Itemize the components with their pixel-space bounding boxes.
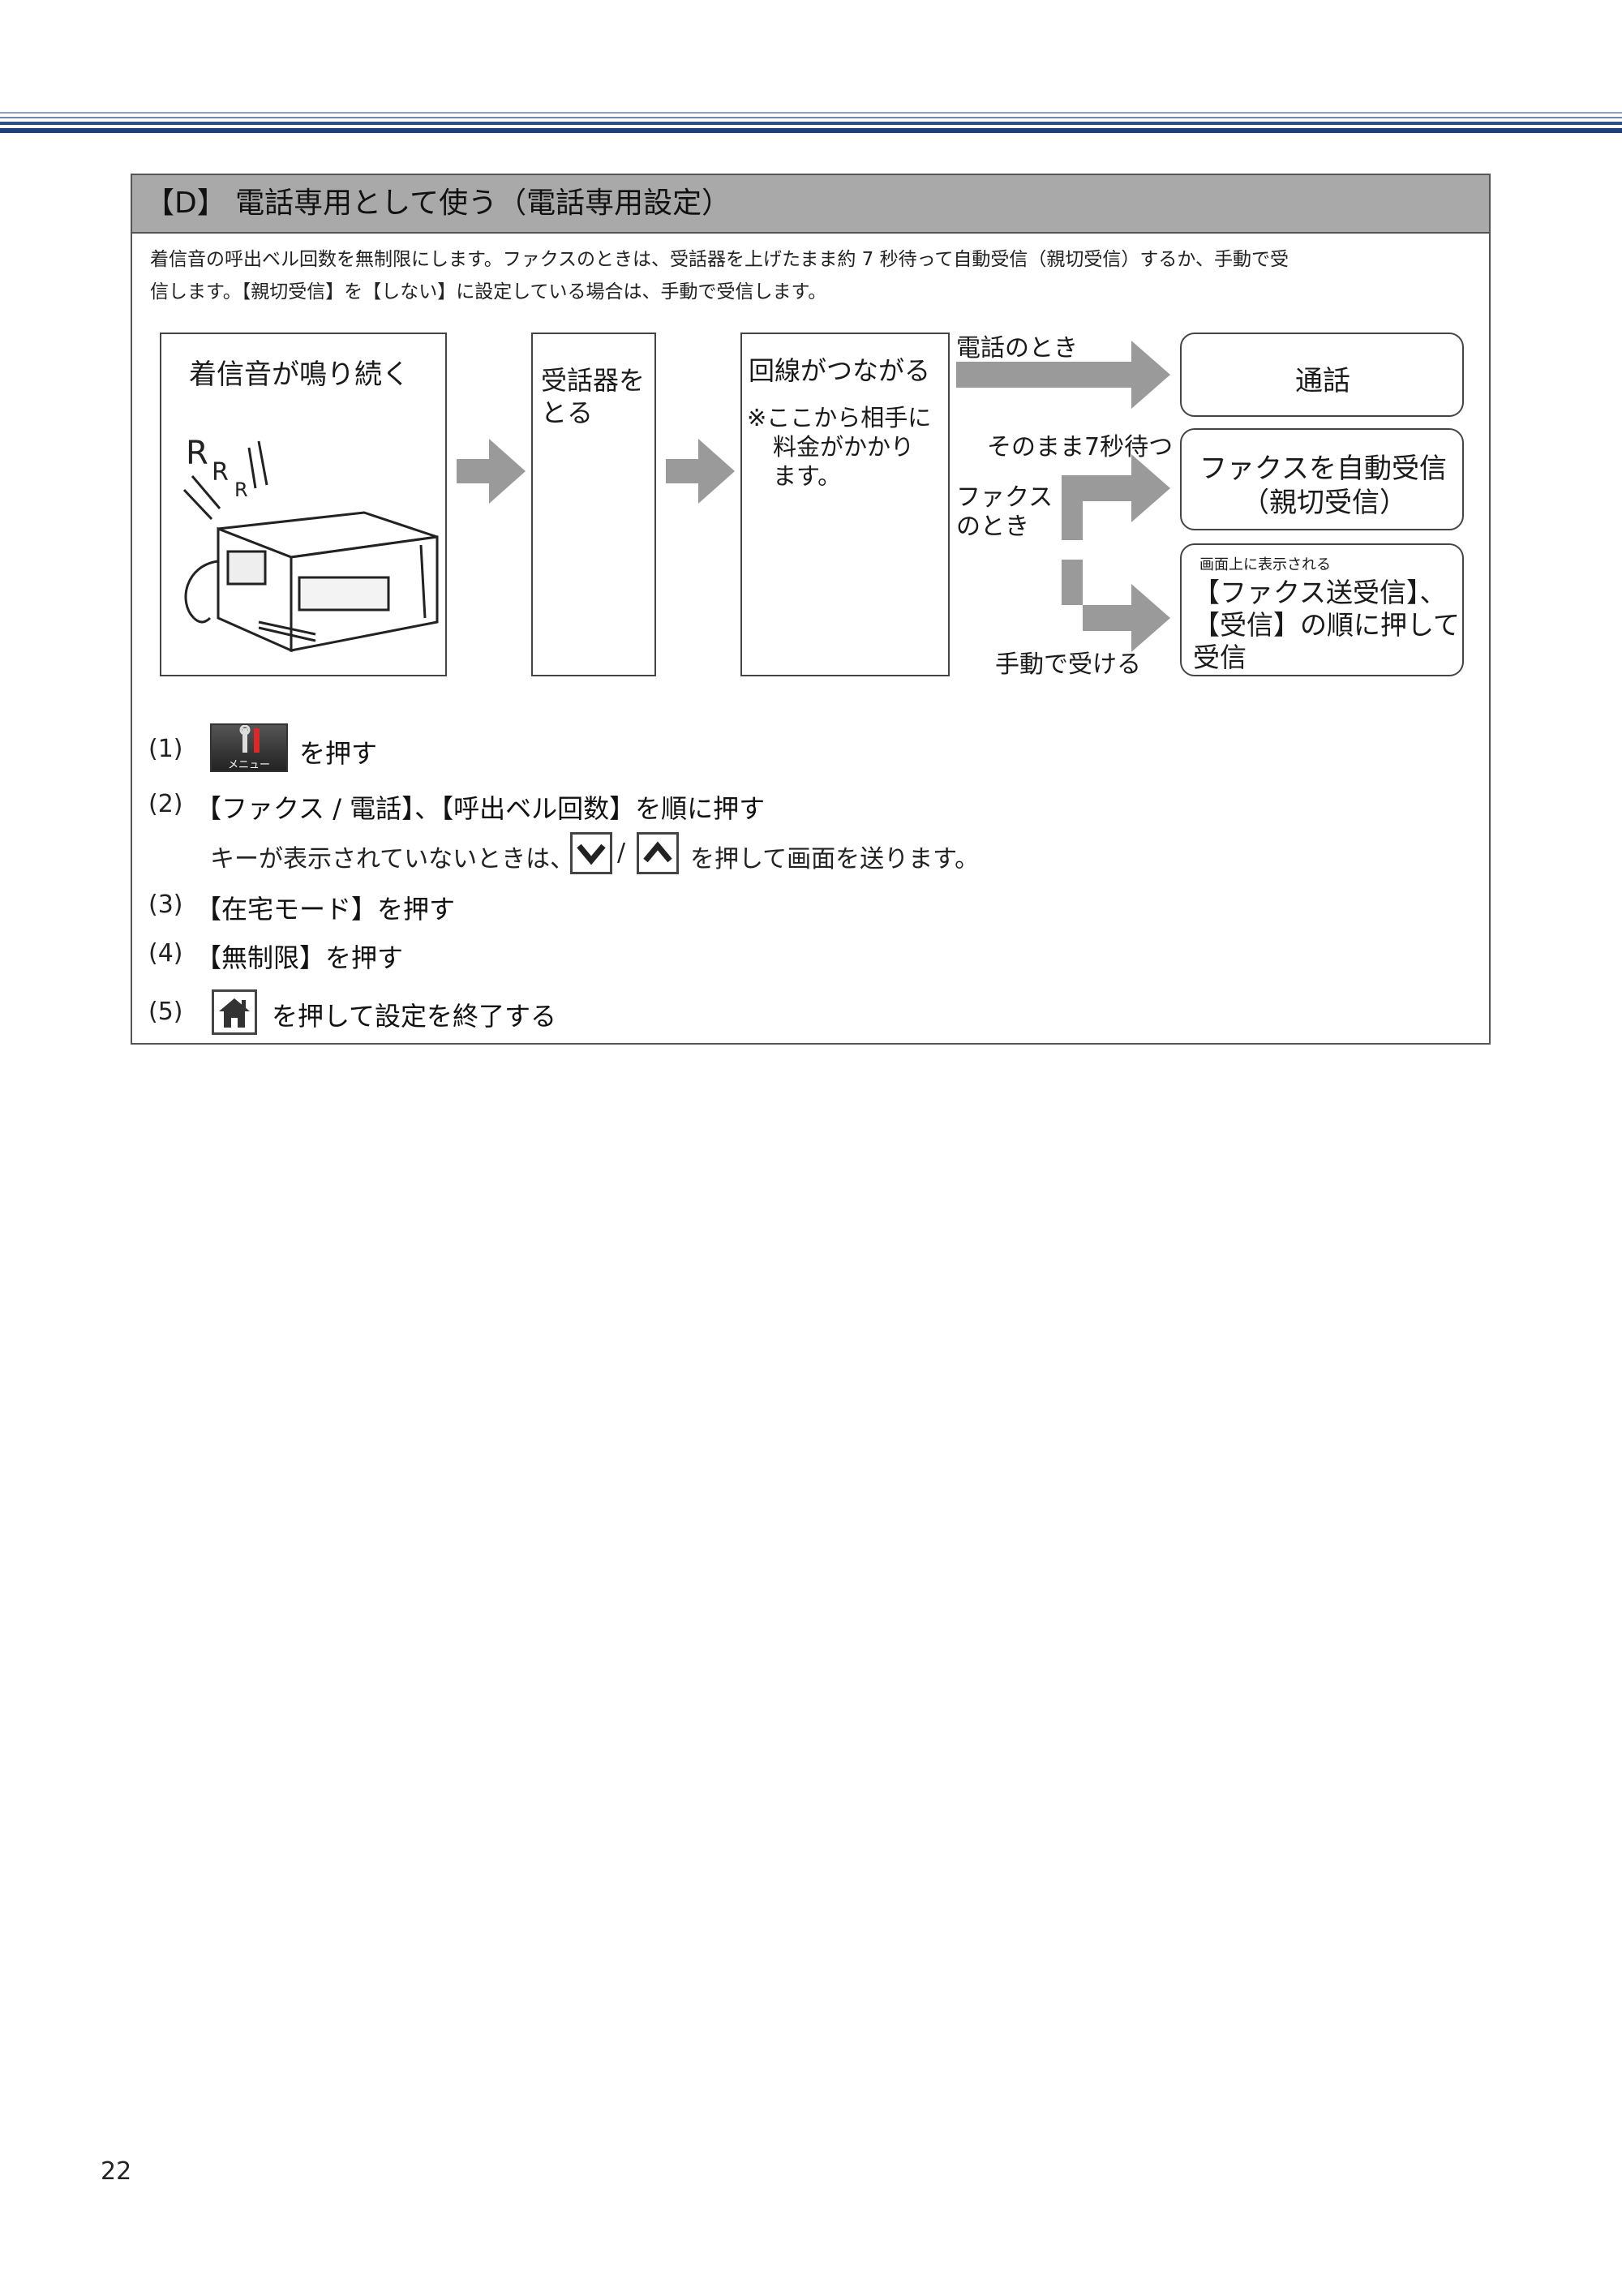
step-5-text: を押して設定を終了する — [272, 1001, 557, 1032]
printer-illustration: R R R — [182, 435, 439, 653]
step-2-num: (2) — [148, 790, 183, 818]
step-2-text: 【ファクス / 電話】、【呼出ベル回数】を順に押す — [195, 793, 766, 824]
result-manual-line-1: 【ファクス送受信】、 — [1193, 577, 1447, 608]
step-1-num: (1) — [148, 735, 183, 763]
step-4-text: 【無制限】を押す — [195, 942, 404, 973]
step-2-sub-before: キーが表示されていないときは、 — [210, 845, 575, 873]
connect-note-3: ます。 — [773, 462, 842, 490]
pickup-box: 受話器を とる — [531, 333, 656, 676]
branch-fax-label-1: ファクス — [956, 483, 1053, 512]
section-title: 【D】 電話専用として使う（電話専用設定） — [132, 175, 1489, 234]
step-4-num: (4) — [148, 939, 183, 968]
section-d: 【D】 電話専用として使う（電話専用設定） 着信音の呼出ベル回数を無制限にします… — [131, 174, 1491, 1045]
connect-title: 回線がつながる — [749, 355, 931, 386]
header-rule — [0, 105, 1622, 138]
arrow-2 — [666, 439, 735, 504]
home-icon — [219, 998, 250, 1028]
step-2-sub-after: を押して画面を送ります。 — [690, 845, 980, 873]
pickup-line-2: とる — [541, 397, 594, 428]
step-5-num: (5) — [148, 998, 183, 1026]
ringing-box: 着信音が鳴り続く R R R — [160, 333, 447, 676]
home-button[interactable] — [212, 989, 257, 1035]
branch-arrows — [956, 341, 1170, 652]
menu-button-icon[interactable]: メニュー — [210, 723, 288, 772]
step-3-num: (3) — [148, 891, 183, 919]
step-1-text: を押す — [299, 738, 378, 769]
branch-fax-label-2: のとき — [956, 513, 1029, 541]
branch-phone-label: 電話のとき — [956, 334, 1078, 363]
arrow-1 — [457, 439, 526, 504]
result-manual-small: 画面上に表示される — [1199, 556, 1331, 573]
tools-icon — [239, 725, 260, 753]
section-intro: 着信音の呼出ベル回数を無制限にします。ファクスのときは、受話器を上げたまま約 7… — [150, 243, 1472, 308]
branch-manual-label: 手動で受ける — [995, 650, 1141, 679]
scroll-up-key[interactable] — [637, 832, 679, 874]
intro-line-2: 信します。【親切受信】を【しない】に設定している場合は、手動で受信します。 — [150, 281, 827, 303]
ringing-label: 着信音が鳴り続く — [189, 358, 410, 391]
result-manual-line-2: 【受信】の順に押して — [1193, 609, 1461, 641]
ring-letter-1: R — [186, 435, 208, 472]
menu-icon-label: メニュー — [227, 759, 270, 771]
page-number: 22 — [101, 2157, 132, 2186]
connect-note-1: ※ここから相手に — [747, 404, 932, 431]
result-call-box: 通話 — [1180, 333, 1464, 417]
result-manual-line-3: 受信 — [1193, 642, 1247, 673]
connect-box: 回線がつながる ※ここから相手に 料金がかかり ます。 — [740, 333, 950, 676]
result-manual-box: 画面上に表示される 【ファクス送受信】、 【受信】の順に押して 受信 — [1180, 543, 1464, 676]
branch-wait-label: そのまま7秒待つ — [987, 433, 1174, 461]
ring-letter-3: R — [234, 479, 248, 501]
intro-line-1: 着信音の呼出ベル回数を無制限にします。ファクスのときは、受話器を上げたまま約 7… — [150, 249, 1289, 270]
result-auto-box: ファクスを自動受信 （親切受信） — [1180, 428, 1464, 530]
connect-note-2: 料金がかかり — [773, 433, 915, 461]
chevron-down-icon — [577, 843, 606, 865]
chevron-up-icon — [643, 841, 672, 863]
ring-letter-2: R — [212, 458, 229, 487]
result-call-label: 通話 — [1295, 365, 1350, 397]
result-auto-line-1: ファクスを自動受信 — [1199, 453, 1447, 485]
step-3-text: 【在宅モード】を押す — [195, 894, 456, 925]
step-2-sub-slash: / — [617, 839, 626, 867]
result-auto-line-2: （親切受信） — [1242, 487, 1407, 519]
pickup-line-1: 受話器を — [541, 365, 646, 396]
scroll-down-key[interactable] — [570, 832, 612, 874]
